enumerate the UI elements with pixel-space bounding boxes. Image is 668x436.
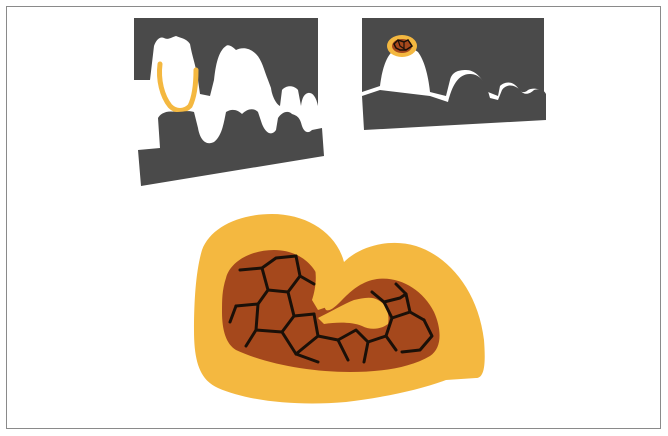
right-upper-jaw bbox=[362, 18, 544, 96]
left-lower-jaw bbox=[138, 109, 324, 186]
panel-left bbox=[134, 18, 324, 186]
panel-bottom bbox=[194, 214, 485, 403]
panel-right bbox=[362, 18, 546, 130]
gold-bridge bbox=[159, 64, 196, 111]
inlay bbox=[387, 35, 417, 57]
